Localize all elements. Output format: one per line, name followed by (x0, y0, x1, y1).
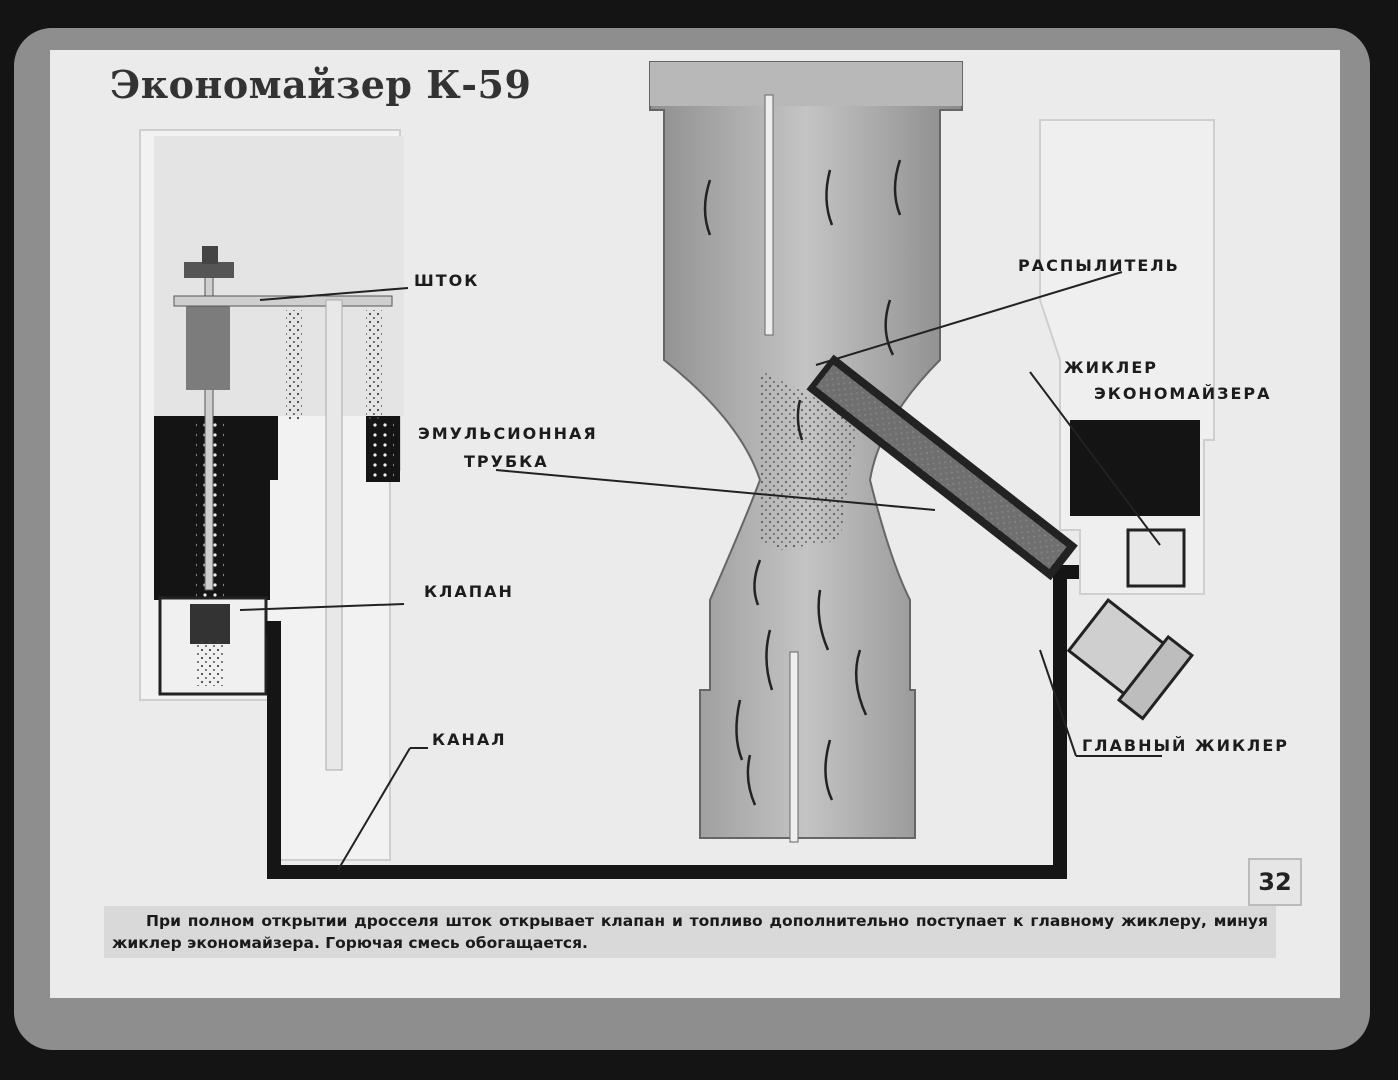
valve-core (190, 604, 230, 644)
page-number: 32 (1248, 858, 1302, 906)
main-jet-nut (1066, 598, 1195, 721)
slide-title: Экономайзер К-59 (110, 62, 532, 107)
diffuser (760, 370, 860, 550)
pushrod (325, 299, 343, 771)
well-dots-right (372, 420, 394, 478)
caption-text: При полном открытии дросселя шток открыв… (104, 906, 1276, 958)
throttle-plate (789, 651, 799, 843)
crossbar (173, 295, 393, 307)
chamber-top (650, 62, 962, 106)
rod-cap (184, 262, 234, 278)
spring-right (366, 310, 382, 420)
label-klapan: КЛАПАН (424, 582, 514, 601)
rod-upper-tube (186, 300, 230, 390)
label-zhikler-economizer-line1: ЖИКЛЕР (1064, 358, 1158, 377)
right-housing (1039, 119, 1215, 595)
label-zhikler-economizer-line2: ЭКОНОМАЙЗЕРА (1094, 384, 1272, 403)
leader-lines (239, 271, 1162, 871)
label-raspylitel: РАСПЫЛИТЕЛЬ (1018, 256, 1180, 275)
rod-nut (202, 246, 218, 264)
right-fuel-well (1070, 420, 1200, 516)
airflow-arrows (703, 159, 902, 806)
emulsion-tube-assembly (806, 354, 1078, 581)
label-emulsion-line1: ЭМУЛЬСИОННАЯ (418, 424, 598, 443)
label-emulsion-line2: ТРУБКА (464, 452, 549, 471)
valve-spring (196, 640, 224, 686)
label-kanal: КАНАЛ (432, 730, 507, 749)
air-damper (764, 94, 774, 336)
spring-left (286, 310, 302, 420)
label-shtok: ШТОК (414, 271, 480, 290)
label-glavny-zhikler: ГЛАВНЫЙ ЖИКЛЕР (1082, 736, 1289, 755)
